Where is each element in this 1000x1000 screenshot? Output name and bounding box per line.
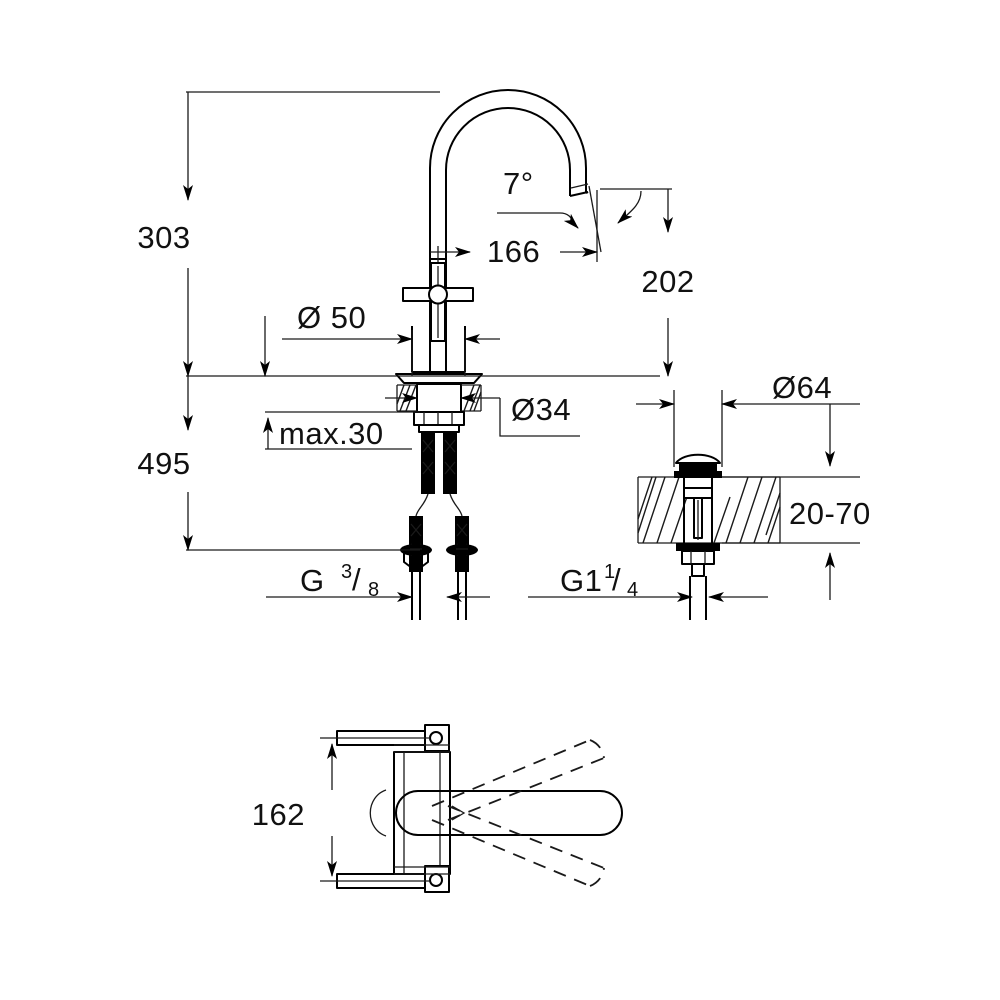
shank-body	[416, 383, 462, 413]
handle-hub	[428, 284, 448, 305]
plan-swivel-upper-line-a	[431, 739, 591, 807]
dim-label-g114-denominator: 4	[627, 579, 638, 601]
basin-hatch-left	[637, 476, 691, 544]
plan-swivel-upper-cap	[589, 739, 605, 759]
pop-up-drain-geometry	[637, 390, 781, 620]
dim-7deg-angle-ref-line	[588, 185, 602, 253]
dim-label-7deg: 7°	[503, 166, 534, 201]
mounting-nut	[413, 411, 465, 426]
drain-lock-washer	[676, 543, 720, 551]
plan-handle-bottom-pivot	[429, 873, 443, 887]
drain-cap-flange	[674, 471, 722, 478]
dim-label-d34: Ø34	[511, 392, 571, 427]
drain-dimensions: Ø64 20-70 G1 1 / 4	[528, 370, 871, 602]
dim-7deg-leader-left	[559, 212, 579, 229]
dim-label-g38-main: G	[300, 563, 325, 598]
plan-body-inner-lines	[403, 752, 441, 874]
dim-label-2070: 20-70	[789, 496, 871, 531]
washer	[418, 424, 460, 433]
plan-handle-top-base	[394, 744, 450, 753]
spout-outlet-edge	[569, 191, 589, 197]
basin-wall-edges	[637, 477, 781, 543]
supply-hose-right	[443, 432, 478, 620]
faucet-elevation-geometry	[395, 89, 589, 620]
elevation-dimensions: 303 495 Ø 50 166 7° 202 Ø34	[137, 91, 694, 602]
plan-swivel-lower-line-b	[447, 805, 605, 869]
drain-body-collar	[683, 487, 713, 499]
nut-facets	[423, 412, 453, 425]
drain-tailpiece	[689, 576, 707, 620]
dim-label-g114-main: G1	[560, 563, 602, 598]
plan-swivel-lower-cap	[589, 867, 605, 887]
plan-spout-outline	[395, 790, 623, 836]
dim-label-g38-denominator: 8	[368, 579, 379, 601]
spout-outlet-rim	[585, 191, 589, 194]
top-plan-dimensions: 162	[252, 737, 430, 882]
dim-label-303: 303	[137, 220, 190, 255]
dim-label-g38-numerator: 3	[341, 561, 352, 583]
dim-label-495: 495	[137, 446, 190, 481]
plan-swivel-upper-line-b	[447, 757, 605, 821]
escutcheon-flange	[395, 373, 483, 384]
dim-label-d64: Ø64	[772, 370, 832, 405]
top-plan-view-geometry	[336, 724, 623, 893]
drain-cap-seal	[679, 463, 717, 471]
basin-hatch-right	[713, 476, 781, 544]
dim-label-g114-slash: /	[612, 562, 621, 597]
dim-label-g38-slash: /	[352, 562, 361, 597]
dim-label-max30: max.30	[279, 416, 384, 451]
plan-spout-base-arc	[369, 789, 387, 837]
dim-label-d50: Ø 50	[297, 300, 366, 335]
plan-handle-bottom-base	[394, 866, 450, 875]
supply-hose-left	[400, 432, 435, 620]
dim-label-202: 202	[641, 264, 694, 299]
spout-inner-profile	[445, 107, 571, 258]
drain-cap-dome	[675, 453, 721, 464]
plan-handle-top-pivot	[429, 731, 443, 745]
dim-label-162: 162	[252, 797, 305, 832]
drain-nut-facets	[690, 551, 706, 564]
drain-tailpiece-boss	[691, 563, 705, 577]
dim-7deg-leader-right	[617, 190, 642, 224]
plan-swivel-lower-line-a	[431, 819, 591, 887]
dim-label-166: 166	[487, 234, 540, 269]
spout-outlet-inner-rim	[570, 183, 589, 189]
drain-lock-nut	[681, 550, 715, 565]
spout-outer-profile	[429, 89, 587, 258]
dim-label-g114-numerator: 1	[604, 561, 615, 583]
dim-d34-leader	[499, 398, 580, 437]
plan-body-rect	[393, 751, 451, 875]
